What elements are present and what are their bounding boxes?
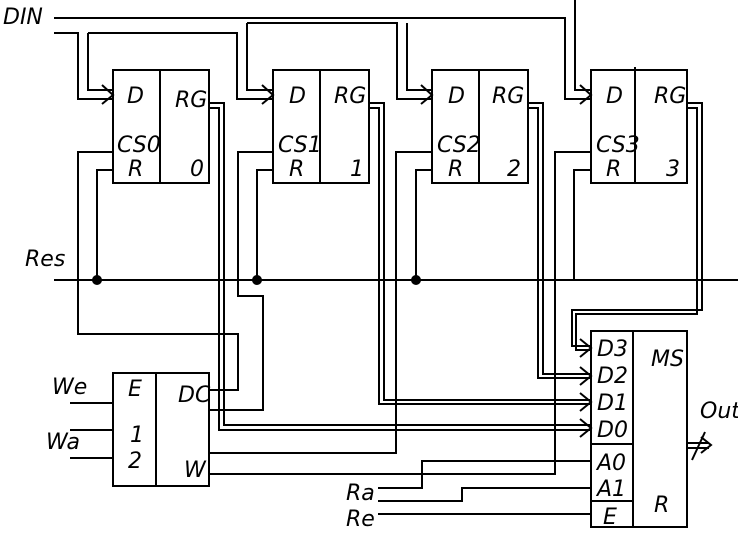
rg1-out-a xyxy=(369,102,591,401)
mux-d2-arrow-icon xyxy=(579,366,593,386)
din-wire-to-rg0-inner xyxy=(87,33,113,91)
register-2-index: 2 xyxy=(507,157,521,182)
res-junction-1 xyxy=(252,275,262,285)
din-wire-to-rg2-outer xyxy=(247,22,432,100)
rg0-out-a xyxy=(209,102,591,426)
rg2-out-a xyxy=(528,102,591,375)
register-3-title: RG xyxy=(654,84,686,109)
register-1-index: 1 xyxy=(350,157,364,182)
res-to-rg0 xyxy=(96,169,113,280)
register-3-cs-label: CS3 xyxy=(596,133,640,158)
register-1: D RG CS1 R 1 xyxy=(272,69,370,184)
mux-control-wires xyxy=(378,460,591,515)
multiplexer-body xyxy=(590,330,688,528)
decoder-title: DC xyxy=(178,383,211,408)
register-3-index: 3 xyxy=(666,157,680,182)
mux-d0-arrow-icon xyxy=(579,418,593,438)
register-0-r-label: R xyxy=(128,157,143,182)
din-wire-to-rg1-inner xyxy=(246,23,273,91)
register-3-r-label: R xyxy=(606,157,621,182)
decoder-w-label: W xyxy=(184,458,207,483)
ra-label: Ra xyxy=(346,481,375,506)
mux-d3-arrow-icon xyxy=(579,338,593,358)
register-0-title: RG xyxy=(175,88,207,113)
din-wire-to-rg1-outer xyxy=(88,32,273,100)
decoder-input-1-label: 1 xyxy=(130,423,144,448)
res-junction-2 xyxy=(411,275,421,285)
res-to-rg1 xyxy=(256,169,273,280)
out-label: Out xyxy=(700,399,738,424)
res-label: Res xyxy=(25,247,65,272)
register-1-r-label: R xyxy=(289,157,304,182)
register-2-r-label: R xyxy=(448,157,463,182)
ra-wire-a1 xyxy=(378,487,591,502)
register-1-title: RG xyxy=(334,84,366,109)
out-bus-slash-icon xyxy=(691,431,706,461)
multiplexer-d0-label: D0 xyxy=(597,418,628,443)
din-bus xyxy=(54,0,593,105)
register-3-d-label: D xyxy=(606,84,623,109)
din-wire-to-rg3-outer xyxy=(398,17,591,100)
rg0-out-b xyxy=(209,107,591,431)
cs0-wire xyxy=(77,151,239,391)
rg1-d-arrow-icon xyxy=(261,84,275,105)
register-2-cs-label: CS2 xyxy=(437,133,481,158)
rg1-out-b xyxy=(369,107,591,405)
din-wire-to-rg2-inner xyxy=(406,23,432,91)
mux-d1-arrow-icon xyxy=(579,392,593,412)
we-label: We xyxy=(52,375,87,400)
rg3-out-b xyxy=(575,107,698,351)
multiplexer-title: MS xyxy=(651,347,684,372)
chip-select-wires xyxy=(77,151,591,475)
register-0-cs-label: CS0 xyxy=(117,133,161,158)
res-junction-0 xyxy=(92,275,102,285)
register-0-index: 0 xyxy=(190,157,204,182)
register-0-d-label: D xyxy=(127,84,144,109)
multiplexer-d2-label: D2 xyxy=(597,364,628,389)
multiplexer-a1-label: A1 xyxy=(595,477,626,502)
din-wire-to-rg0-outer xyxy=(54,32,113,100)
decoder-input-2-label: 2 xyxy=(128,449,142,474)
res-to-rg2 xyxy=(415,169,432,280)
rg0-d-arrow-icon xyxy=(101,84,115,105)
res-to-rg3 xyxy=(573,169,591,280)
register-2-d-label: D xyxy=(448,84,465,109)
ra-wire-a0 xyxy=(378,460,591,489)
din-label: DIN xyxy=(3,5,43,30)
register-3: D RG CS3 R 3 xyxy=(590,67,688,184)
multiplexer-d1-label: D1 xyxy=(597,391,628,416)
register-2-title: RG xyxy=(492,84,524,109)
register-1-cs-label: CS1 xyxy=(278,133,322,158)
cs1-wire xyxy=(209,151,273,411)
cs3-wire xyxy=(209,151,591,475)
output-bus xyxy=(687,431,713,461)
rg3-d-arrow-icon xyxy=(579,84,593,105)
register-output-buses xyxy=(209,102,703,438)
wa-label: Wa xyxy=(46,430,80,455)
register-1-d-label: D xyxy=(289,84,306,109)
decoder-e-label: E xyxy=(128,377,142,402)
multiplexer-e-label: E xyxy=(603,505,617,530)
multiplexer: D3 D2 D1 D0 A0 A1 E MS R xyxy=(590,330,688,530)
multiplexer-d3-label: D3 xyxy=(597,337,628,362)
out-arrow-icon xyxy=(700,436,713,454)
din-wire-to-rg3-inner xyxy=(574,0,591,91)
decoder-input-wires xyxy=(70,402,113,459)
register-3-body xyxy=(590,69,688,184)
multiplexer-r-label: R xyxy=(654,493,669,518)
re-label: Re xyxy=(346,507,375,532)
multiplexer-a0-label: A0 xyxy=(595,451,626,476)
rg2-d-arrow-icon xyxy=(420,84,434,105)
rg2-out-b xyxy=(528,107,591,379)
decoder: E 1 2 DC W xyxy=(112,372,211,487)
register-2: D RG CS2 R 2 xyxy=(431,69,529,184)
register-0: D RG CS0 R 0 xyxy=(112,69,210,184)
cs2-wire xyxy=(209,151,432,454)
